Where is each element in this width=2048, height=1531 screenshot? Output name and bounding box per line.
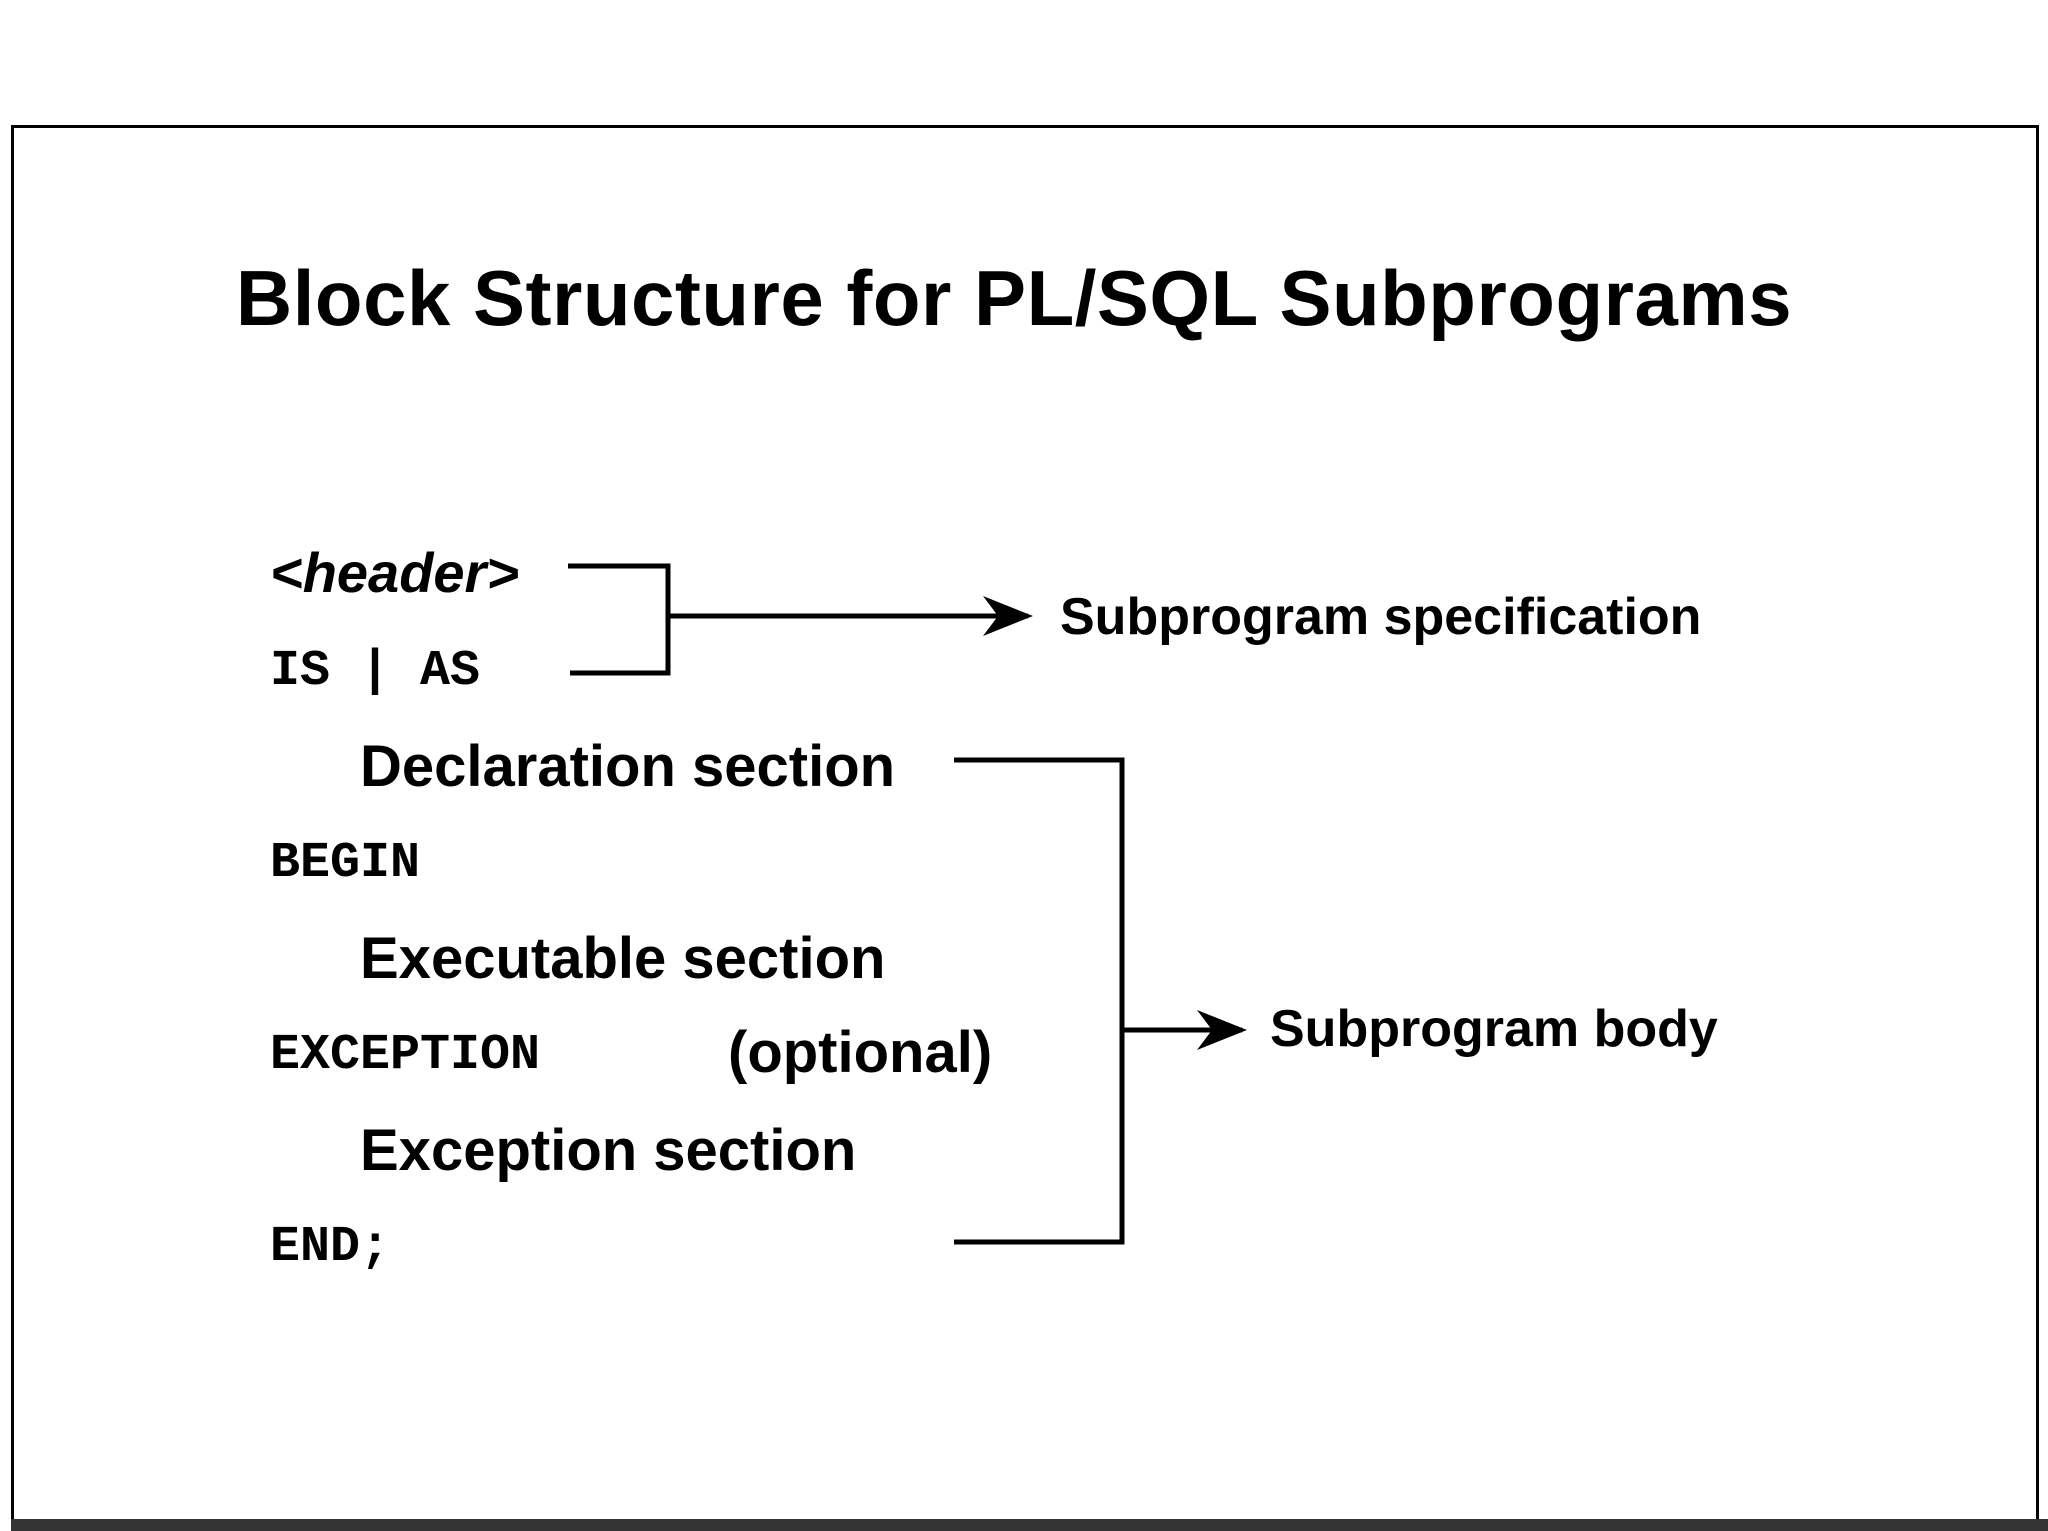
specification-bracket: [568, 563, 671, 676]
exception-keyword: EXCEPTION: [270, 1027, 541, 1084]
slide-frame: [11, 125, 2039, 1525]
header-placeholder: <header>: [270, 541, 520, 604]
executable-section-label: Executable section: [360, 926, 886, 991]
exception-section-label: Exception section: [360, 1118, 857, 1183]
subprogram-specification-label: Subprogram specification: [1060, 588, 1702, 646]
bottom-bar: [11, 1519, 2048, 1531]
end-keyword: END;: [270, 1219, 391, 1276]
optional-note: (optional): [728, 1020, 993, 1085]
declaration-section-label: Declaration section: [360, 734, 896, 799]
body-bracket: [954, 757, 1125, 1245]
slide-title: Block Structure for PL/SQL Subprograms: [235, 254, 1793, 342]
subprogram-body-label: Subprogram body: [1270, 1000, 1718, 1058]
begin-keyword: BEGIN: [270, 835, 421, 892]
is-as-keyword: IS | AS: [270, 643, 481, 700]
